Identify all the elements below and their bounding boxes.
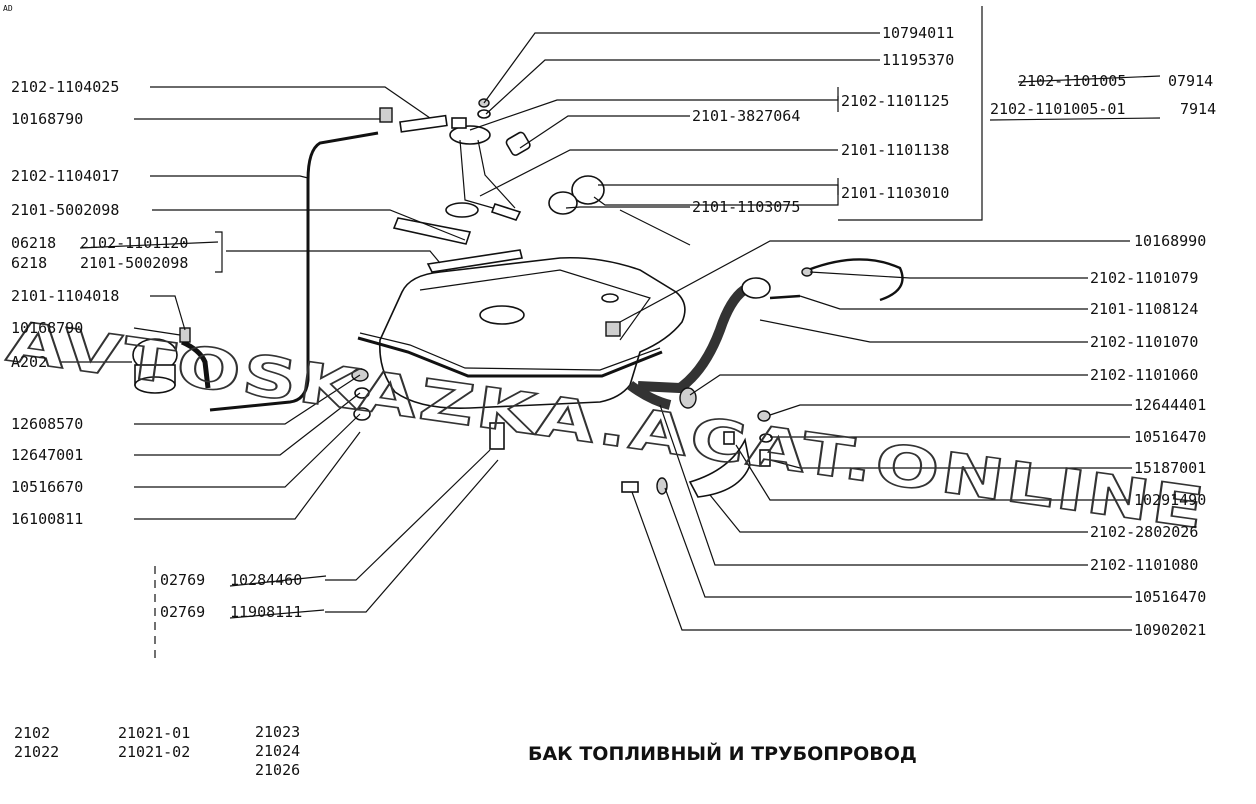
fuel-level-sender bbox=[449, 117, 522, 221]
part-label: 6218 bbox=[11, 254, 47, 272]
model-code: 21021-02 bbox=[118, 743, 190, 761]
bracket-small bbox=[723, 431, 735, 445]
bolt-bracket bbox=[621, 481, 639, 493]
sender-gasket bbox=[445, 202, 479, 218]
breather-hose bbox=[769, 294, 801, 300]
part-label: 2102-1104025 bbox=[11, 78, 119, 96]
model-code: 2102 bbox=[14, 724, 50, 742]
bolt-tank bbox=[489, 422, 505, 450]
tank-pad-upper bbox=[392, 217, 472, 245]
filler-neck bbox=[637, 285, 748, 394]
part-label: 2101-1101138 bbox=[841, 141, 949, 159]
part-label: 12647001 bbox=[11, 446, 83, 464]
model-code: 21024 bbox=[255, 742, 300, 760]
part-label: 10168790 bbox=[11, 319, 83, 337]
fuel-tank-strap bbox=[357, 336, 663, 378]
hose-clamp-top bbox=[379, 107, 393, 123]
vent-tube-right bbox=[807, 258, 904, 302]
vent-pipe bbox=[399, 114, 448, 133]
part-label: 2102-1101060 bbox=[1090, 366, 1198, 384]
part-label: 11195370 bbox=[882, 51, 954, 69]
part-label: 10902021 bbox=[1134, 621, 1206, 639]
part-label: 10516470 bbox=[1134, 588, 1206, 606]
filter-sleeve bbox=[505, 131, 531, 156]
part-label: 10291490 bbox=[1134, 491, 1206, 509]
nut-1 bbox=[353, 407, 371, 421]
corner-mark: AD bbox=[3, 4, 13, 13]
part-label: 2102-2802026 bbox=[1090, 523, 1198, 541]
model-list: 2102 21022 21021-01 21021-02 21023 21024… bbox=[14, 723, 300, 779]
part-label: 11908111 bbox=[230, 603, 302, 621]
part-label: 02769 bbox=[160, 603, 205, 621]
part-label: 2101-1103010 bbox=[841, 184, 949, 202]
part-label: A202 bbox=[11, 353, 47, 371]
fuel-tank-seam bbox=[359, 332, 661, 371]
washer-bracket bbox=[656, 477, 668, 495]
part-label: 10516470 bbox=[1134, 428, 1206, 446]
model-code: 21026 bbox=[255, 761, 300, 779]
leader-lines bbox=[60, 6, 1161, 660]
filler-cap-gasket bbox=[548, 191, 578, 215]
part-label: 2102-1104017 bbox=[11, 167, 119, 185]
left-labels: 2102-1104025 10168790 2102-1104017 2101-… bbox=[11, 78, 302, 621]
part-label: 2101-5002098 bbox=[11, 201, 119, 219]
return-pipe bbox=[209, 131, 379, 412]
pump-hose bbox=[180, 339, 211, 389]
part-label: 10284460 bbox=[230, 571, 302, 589]
part-label: 2102-1101080 bbox=[1090, 556, 1198, 574]
model-code: 21023 bbox=[255, 723, 300, 741]
part-label: 10794011 bbox=[882, 24, 954, 42]
tank-vent-port bbox=[601, 293, 619, 303]
part-label: 02769 bbox=[160, 571, 205, 589]
part-label: 2101-1108124 bbox=[1090, 300, 1198, 318]
washer-right-1 bbox=[759, 433, 773, 443]
part-label: 07914 bbox=[1168, 72, 1213, 90]
part-label: 2102-1101070 bbox=[1090, 333, 1198, 351]
part-label: 2101-5002098 bbox=[80, 254, 188, 272]
nut-top-2 bbox=[477, 109, 491, 119]
model-code: 21022 bbox=[14, 743, 59, 761]
diagram-title: БАК ТОПЛИВНЫЙ И ТРУБОПРОВОД bbox=[528, 742, 917, 765]
part-label: 12608570 bbox=[11, 415, 83, 433]
part-label: 16100811 bbox=[11, 510, 83, 528]
fuel-pump bbox=[132, 338, 178, 394]
part-label: 7914 bbox=[1180, 100, 1216, 118]
part-label: 2101-1104018 bbox=[11, 287, 119, 305]
part-label: 06218 bbox=[11, 234, 56, 252]
part-label: 2102-1101125 bbox=[841, 92, 949, 110]
part-label: 2101-1103075 bbox=[692, 198, 800, 216]
part-label: 12644401 bbox=[1134, 396, 1206, 414]
tank-shield bbox=[688, 437, 751, 498]
part-label: 2102-1101005-01 bbox=[990, 100, 1125, 118]
fuel-tank-top-ridge bbox=[419, 269, 651, 341]
part-label: 2102-1101120 bbox=[80, 234, 188, 252]
right-labels: 10794011 11195370 2102-1101125 2101-3827… bbox=[692, 24, 1216, 639]
part-label: 2102-1101005 bbox=[1018, 72, 1126, 90]
part-label: 2101-3827064 bbox=[692, 107, 800, 125]
bolt-right-1 bbox=[759, 449, 771, 467]
parts-drawing bbox=[132, 98, 904, 498]
part-label: 10168990 bbox=[1134, 232, 1206, 250]
part-label: 10516670 bbox=[11, 478, 83, 496]
part-label: 15187001 bbox=[1134, 459, 1206, 477]
washer-2 bbox=[354, 387, 370, 399]
model-code: 21021-01 bbox=[118, 724, 190, 742]
tank-pad-lower bbox=[426, 249, 523, 273]
filler-cap bbox=[571, 175, 605, 205]
filler-neck-top bbox=[741, 277, 771, 299]
nut-right-1 bbox=[757, 410, 771, 422]
fuel-gauge-opening bbox=[479, 305, 525, 325]
part-label: 10168790 bbox=[11, 110, 83, 128]
clamp-tank-right bbox=[605, 321, 621, 337]
filler-hose bbox=[627, 380, 672, 410]
part-label: 2102-1101079 bbox=[1090, 269, 1198, 287]
